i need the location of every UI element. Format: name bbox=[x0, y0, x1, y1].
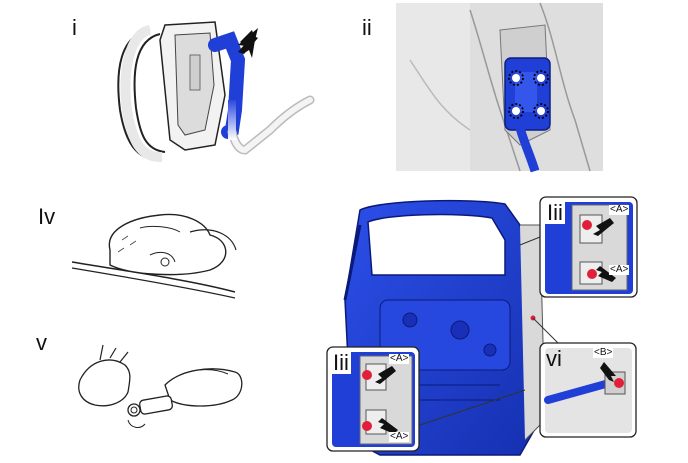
callout-a-top-2: <A> bbox=[609, 264, 630, 275]
callout-a-bottom-1: <A> bbox=[389, 353, 410, 364]
callout-b: <B> bbox=[593, 347, 614, 358]
panel-label-iii-bottom: Iii bbox=[331, 350, 351, 375]
inset-vi bbox=[539, 342, 637, 438]
panel-label-i: i bbox=[72, 15, 77, 40]
panel-label-ii: ii bbox=[362, 15, 372, 40]
panel-label-v: v bbox=[36, 330, 47, 355]
panel-label-iv: Iv bbox=[38, 204, 56, 229]
panel-v-illustration bbox=[78, 344, 243, 428]
panel-i-illustration bbox=[117, 21, 315, 162]
callout-a-bottom-2: <A> bbox=[389, 431, 410, 442]
panel-label-iii-top: Iii bbox=[545, 200, 565, 225]
arrow-icon bbox=[238, 28, 258, 58]
panel-ii-illustration bbox=[396, 2, 603, 173]
callout-a-top-1: <A> bbox=[609, 204, 630, 215]
panel-iv-illustration bbox=[71, 213, 237, 299]
panel-label-vi: vi bbox=[546, 346, 562, 371]
